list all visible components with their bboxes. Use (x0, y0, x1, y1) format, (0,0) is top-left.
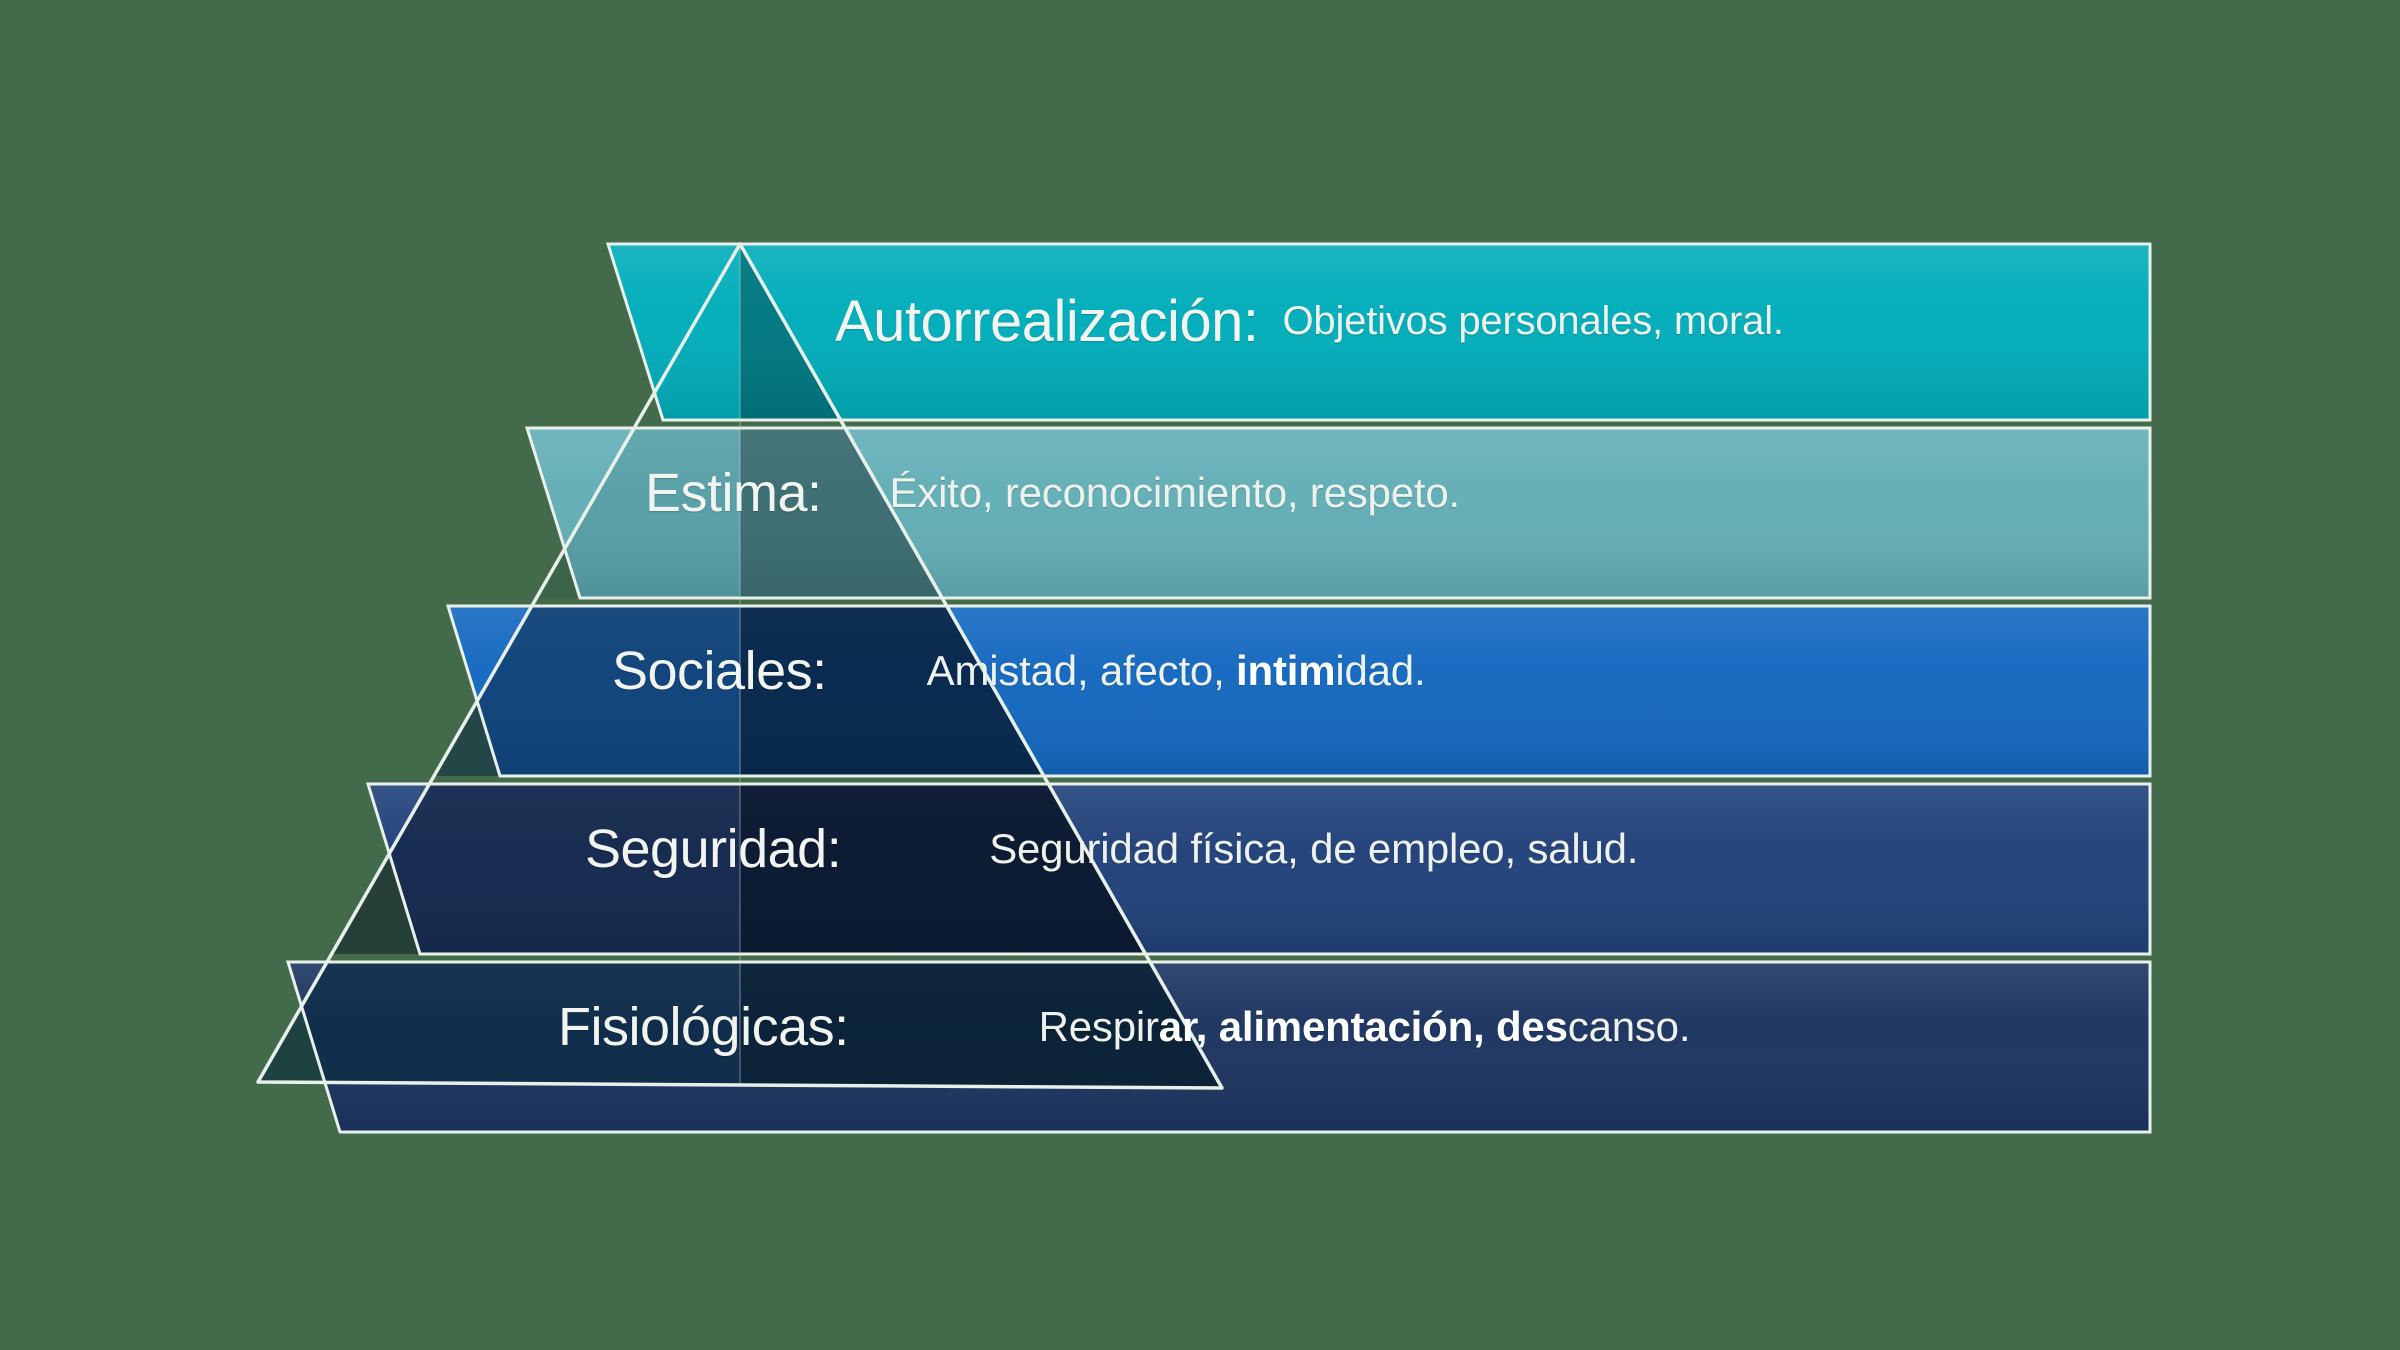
pyramid-outline (256, 242, 1224, 1090)
level-5-pyramid-shade (740, 962, 1222, 1088)
level-5-pyramid-tint (258, 962, 1222, 1088)
level-3-sociales[interactable] (0, 604, 2400, 778)
level-2-bar-outline (524, 426, 2152, 600)
level-1-autorrealizacion[interactable] (0, 242, 2400, 422)
level-5-bar-outline (285, 960, 2152, 1134)
level-4-pyramid-tint (258, 784, 1222, 954)
level-2-estima[interactable] (0, 426, 2400, 600)
level-2-bar-gloss (527, 428, 2150, 598)
level-4-bar-outline (365, 782, 2152, 956)
level-1-bar-outline (605, 242, 2152, 422)
level-1-bar-gloss (608, 244, 2150, 420)
level-4-seguridad[interactable] (0, 782, 2400, 956)
level-3-bar-outline (445, 604, 2152, 778)
level-5-fisiologicas[interactable] (0, 960, 2400, 1134)
